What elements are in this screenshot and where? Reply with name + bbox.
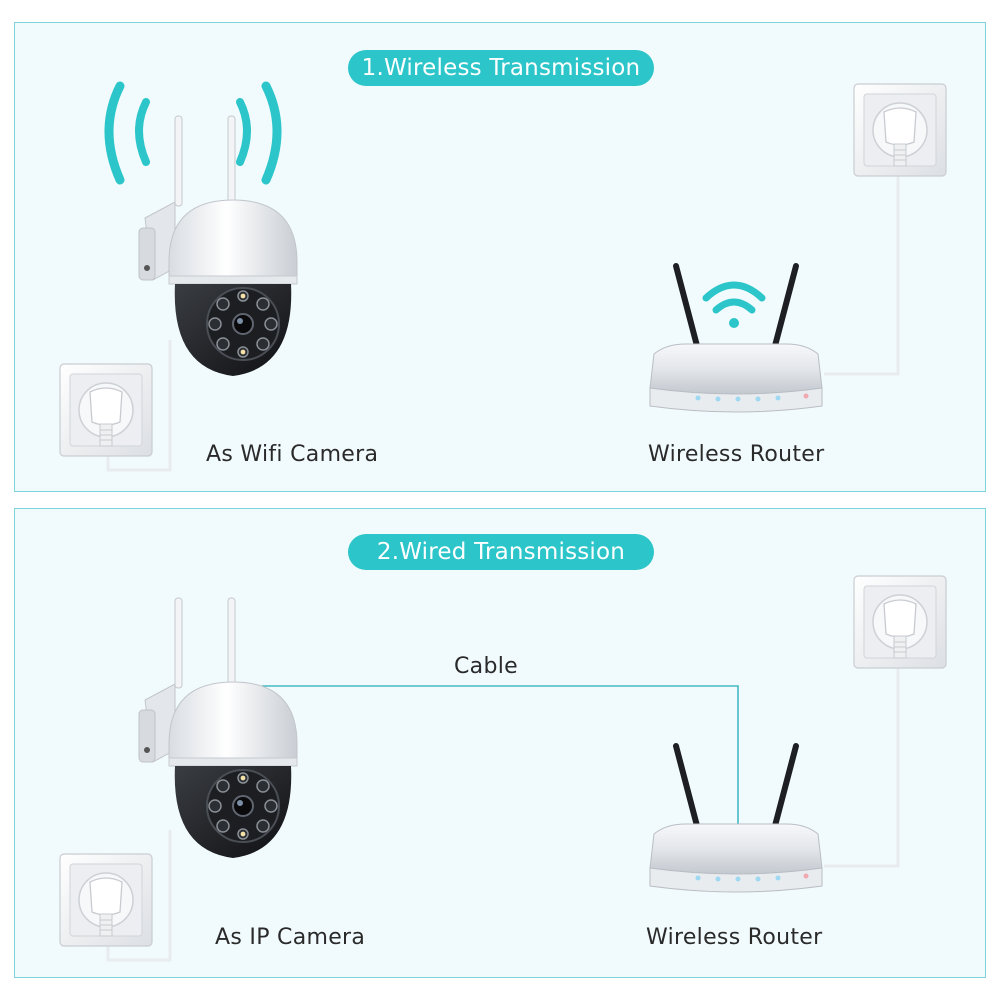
ip-camera-label: As IP Camera	[215, 925, 366, 950]
wall-socket-icon	[853, 575, 947, 669]
camera-icon	[138, 597, 298, 859]
section1-title: 1.Wireless Transmission	[348, 50, 654, 86]
wifi-camera-label: As Wifi Camera	[206, 442, 379, 467]
wifi-icon	[702, 281, 766, 328]
router-icon	[650, 746, 822, 892]
wall-socket-icon	[59, 853, 153, 947]
cable-line	[262, 685, 739, 832]
cable-label: Cable	[454, 654, 518, 679]
wireless-router-label: Wireless Router	[648, 442, 825, 467]
wall-socket-icon	[59, 363, 153, 457]
signal-waves-icon	[104, 81, 282, 185]
section2-title: 2.Wired Transmission	[348, 534, 654, 570]
wireless-router-label: Wireless Router	[646, 925, 823, 950]
wall-socket-icon	[853, 83, 947, 177]
